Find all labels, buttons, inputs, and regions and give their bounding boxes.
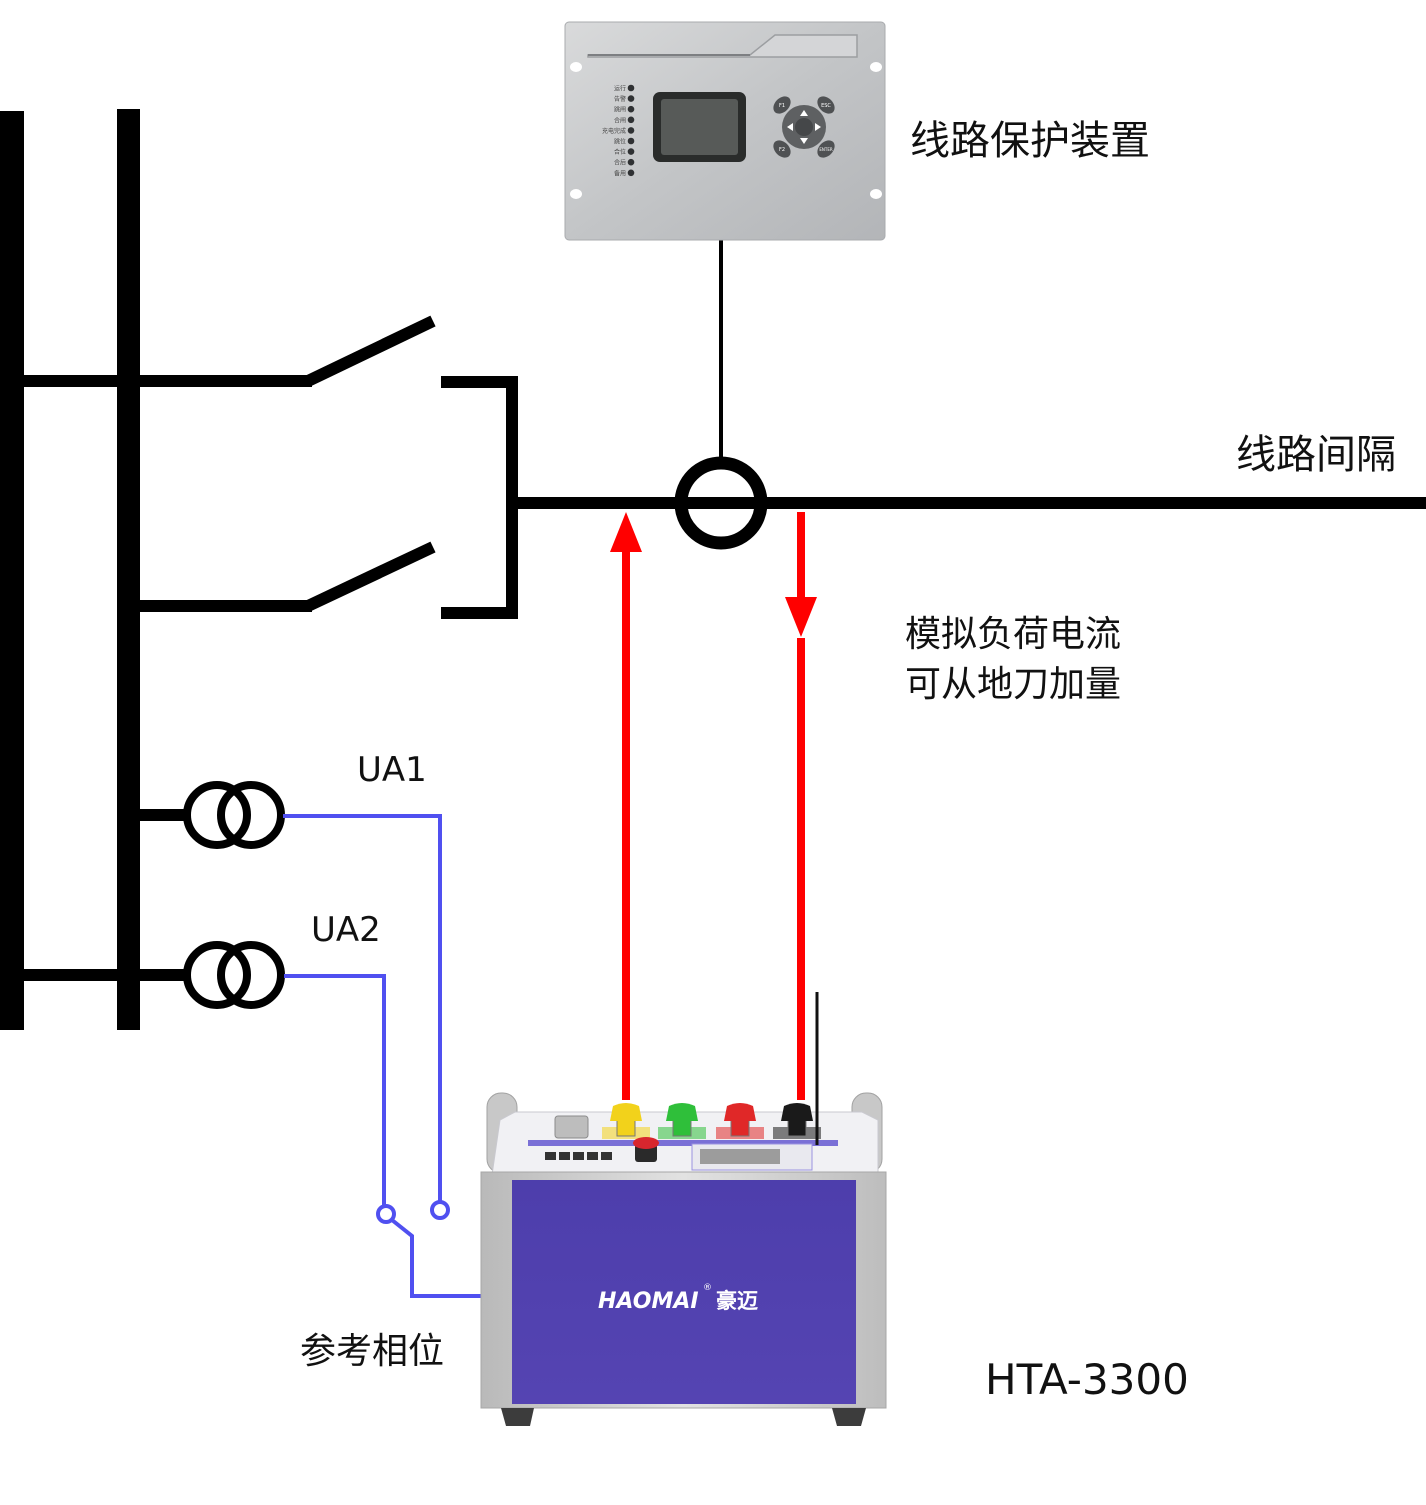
- label-simulated-load-line2: 可从地刀加量: [905, 664, 1122, 705]
- relay-led-indicator: [627, 84, 635, 92]
- current-injection-up: [610, 512, 642, 1100]
- ua1-wire: [283, 814, 442, 1202]
- relay-led-indicator: [627, 116, 635, 124]
- relay-led-indicator: [627, 105, 635, 113]
- terminal-post-yellow: [616, 1119, 636, 1137]
- relay-led-label: 运行: [614, 85, 626, 93]
- vt-ua1: [140, 781, 285, 849]
- ua2-terminal[interactable]: [376, 1204, 396, 1224]
- terminal-post-red: [730, 1119, 750, 1137]
- relay-keypad[interactable]: F1 ESC F2 ENTER: [770, 93, 838, 161]
- relay-led-label: 合位: [614, 148, 626, 156]
- busbar-2: [117, 109, 140, 1030]
- tester-front-panel: [512, 1180, 856, 1404]
- relay-led-label: 合后: [614, 159, 626, 167]
- relay-key-f1[interactable]: F1: [779, 103, 785, 109]
- relay-key-esc[interactable]: ESC: [821, 103, 831, 109]
- label-simulated-load-line1: 模拟负荷电流: [905, 614, 1122, 655]
- disconnect-switch-lower: [140, 541, 436, 612]
- relay-key-enter[interactable]: ENTER: [819, 147, 832, 152]
- relay-key-f2[interactable]: F2: [779, 147, 785, 153]
- terminal-post-green: [672, 1119, 692, 1137]
- label-reference-phase: 参考相位: [300, 1331, 445, 1372]
- label-ua2: UA2: [311, 910, 381, 950]
- reference-phase-selector-wire[interactable]: [390, 1218, 484, 1298]
- disconnect-switch-upper: [24, 315, 436, 387]
- busbar-1: [0, 111, 24, 1030]
- switch-contact-bracket: [441, 376, 518, 619]
- relay-led-label: 充电完成: [602, 127, 626, 135]
- relay-led-indicator: [627, 95, 635, 102]
- label-model: HTA-3300: [985, 1355, 1189, 1404]
- current-injection-down: [785, 512, 817, 1100]
- ua1-terminal[interactable]: [430, 1200, 450, 1220]
- terminal-knob-green[interactable]: [666, 1103, 698, 1121]
- relay-led-indicator: [627, 158, 635, 166]
- label-line-bay: 线路间隔: [1236, 432, 1396, 478]
- brand-logo: HAOMAI: [598, 1289, 699, 1314]
- relay-led-indicator: [627, 169, 635, 177]
- vt-ua2: [24, 941, 285, 1009]
- relay-led-label: 备用: [614, 169, 626, 177]
- relay-led-label: 跳闸: [614, 106, 626, 114]
- brand-logo-cn: 豪迈: [716, 1289, 758, 1313]
- tester-keys[interactable]: [545, 1152, 612, 1160]
- label-protection-device: 线路保护装置: [910, 118, 1150, 164]
- aviation-connector[interactable]: [554, 1115, 589, 1139]
- terminal-knob-black[interactable]: [781, 1103, 813, 1121]
- emergency-stop-button[interactable]: [633, 1137, 659, 1162]
- brand-registered-mark: ®: [703, 1283, 712, 1293]
- relay-led-indicator: [627, 137, 635, 145]
- foot-left: [501, 1408, 534, 1426]
- terminal-post-black: [787, 1119, 807, 1137]
- output-terminals: [602, 1103, 821, 1139]
- ua2-wire: [284, 974, 386, 1206]
- relay-led-label: 合闸: [614, 116, 626, 124]
- terminal-knob-red[interactable]: [724, 1103, 756, 1121]
- relay-led-indicator: [627, 127, 635, 134]
- label-ua1: UA1: [357, 750, 427, 790]
- relay-led-label: 跳位: [614, 138, 626, 146]
- foot-right: [832, 1408, 866, 1426]
- relay-led-label: 告警: [614, 95, 626, 103]
- tester-display: [691, 1143, 813, 1171]
- label-simulated-load: 模拟负荷电流 可从地刀加量: [905, 610, 1121, 710]
- relay-led-indicator: [627, 148, 635, 155]
- hta-3300-tester: HAOMAI ® 豪迈: [480, 992, 887, 1426]
- terminal-knob-yellow[interactable]: [610, 1103, 642, 1121]
